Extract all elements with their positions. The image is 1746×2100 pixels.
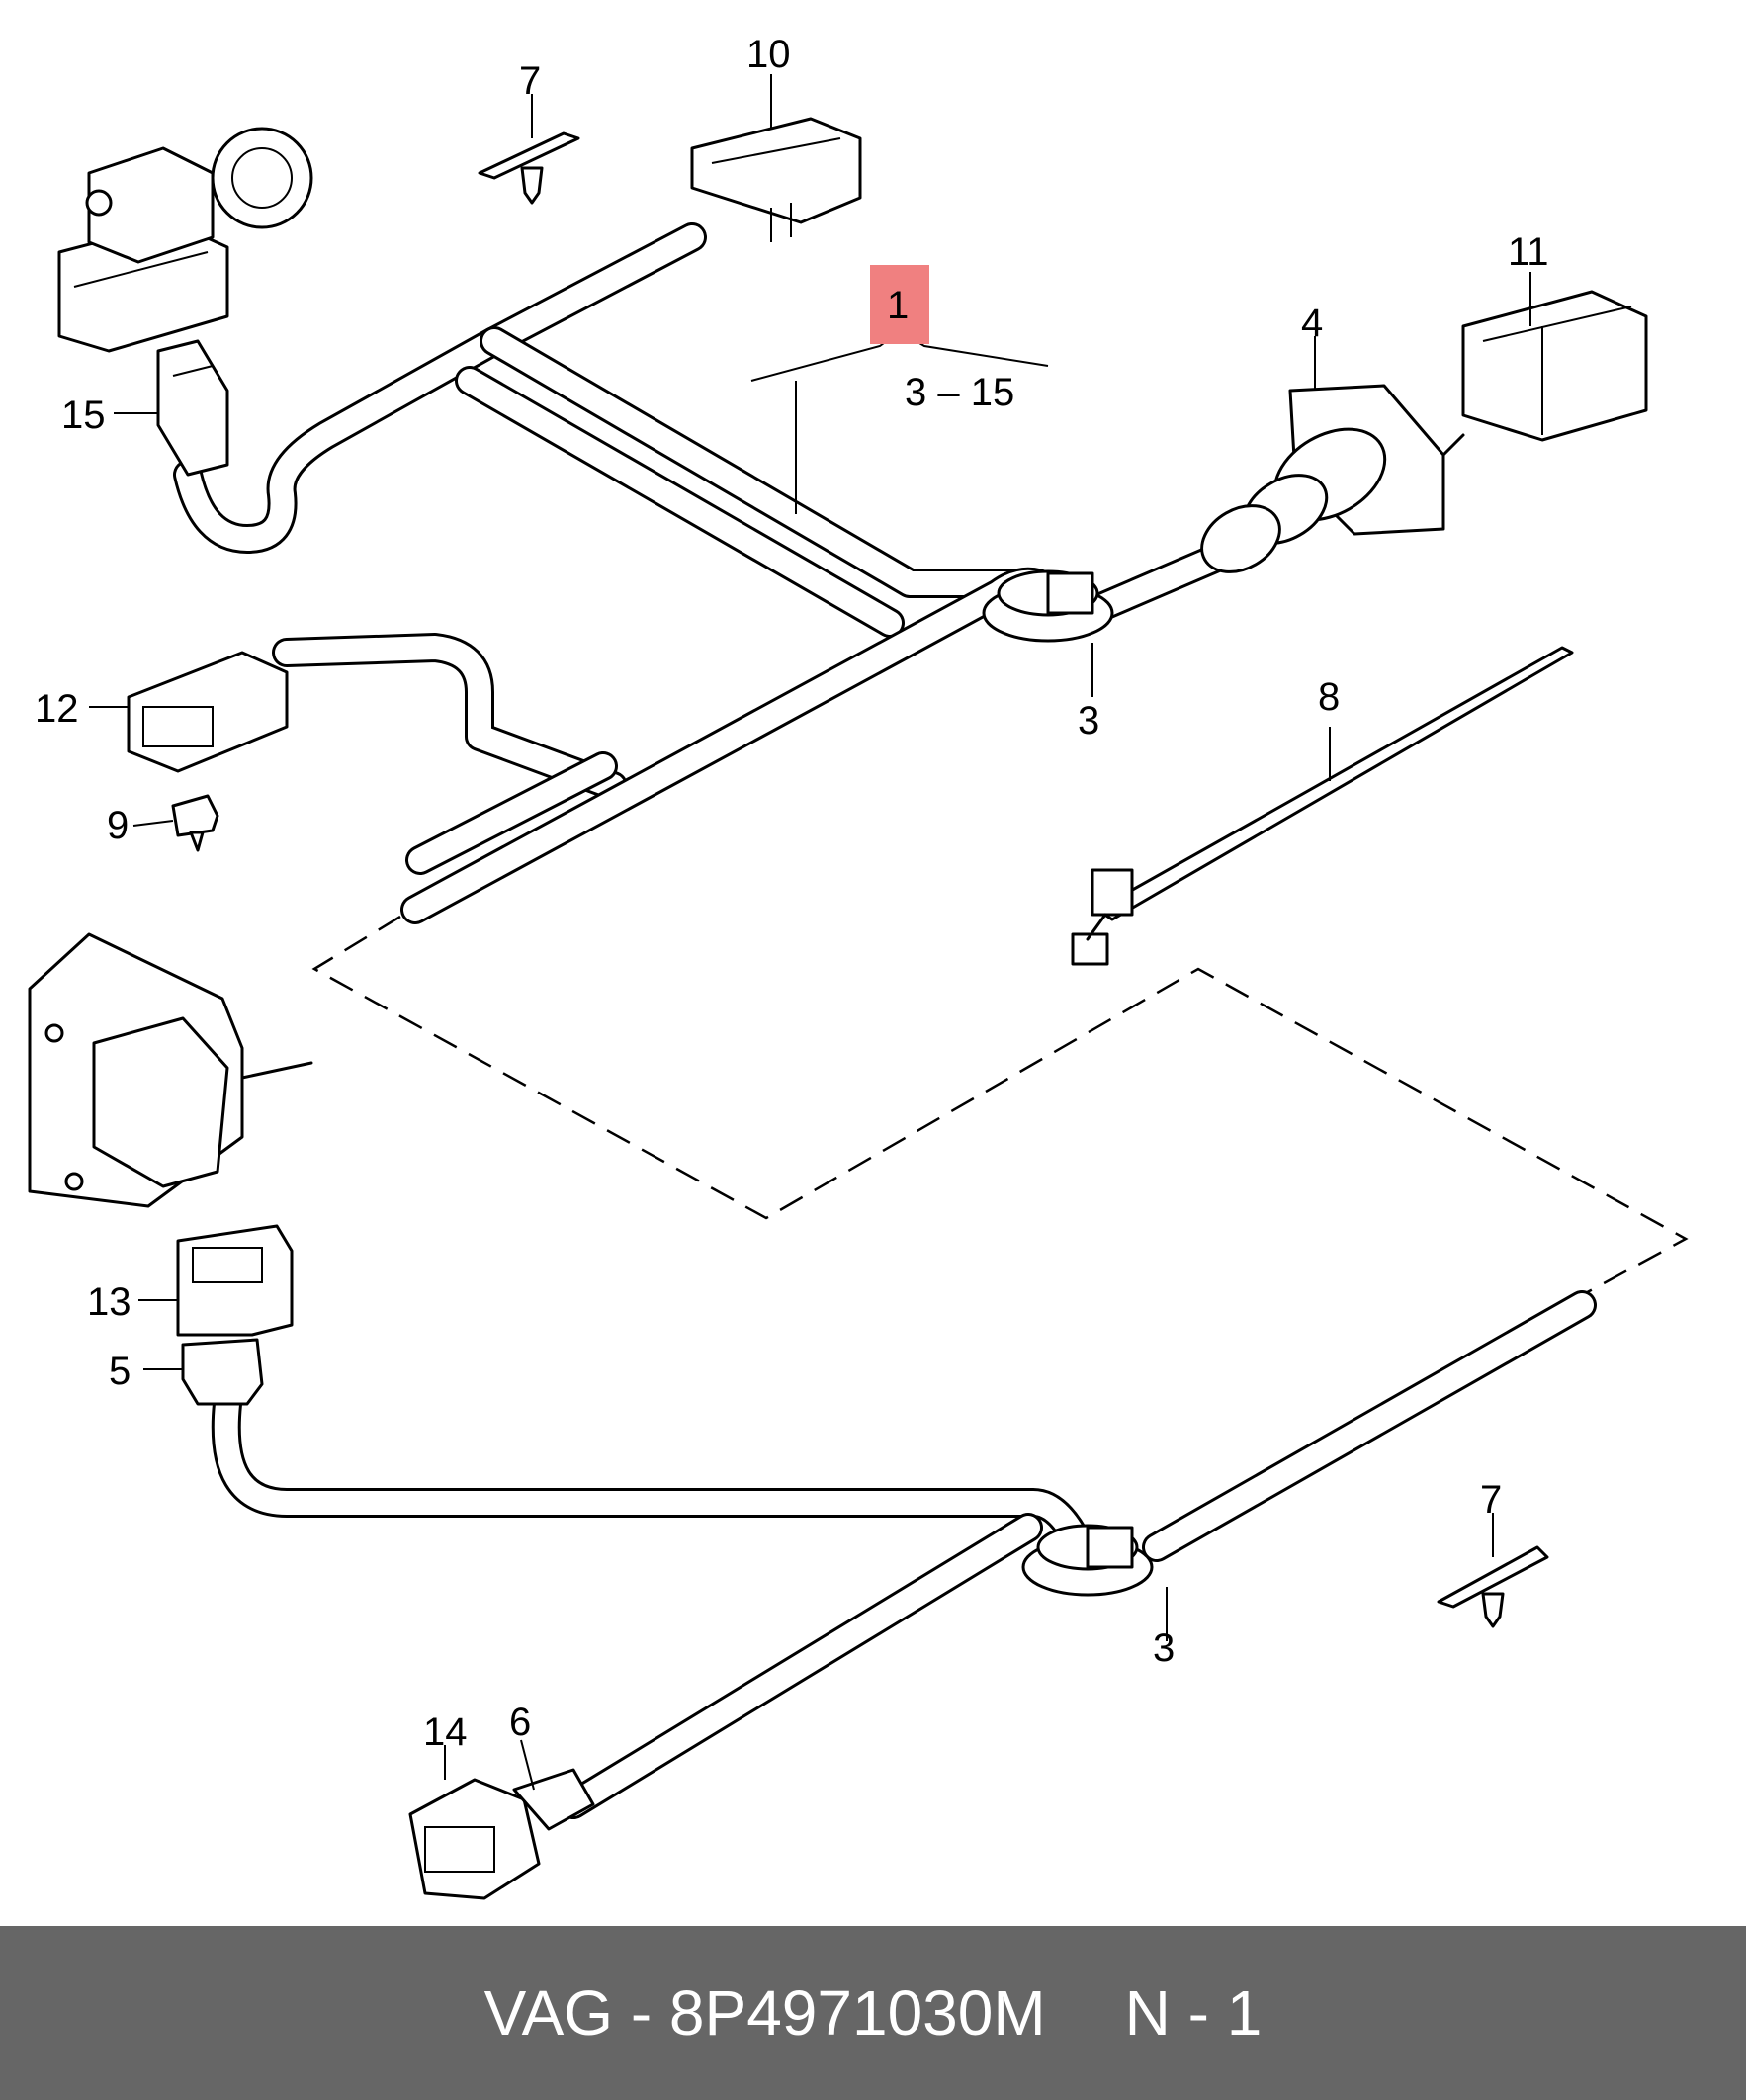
callout-1: 1 xyxy=(887,284,909,327)
part-6-sleeve xyxy=(512,1768,595,1831)
callout-labels: 1 3 – 15 3 3 4 5 6 7 7 8 9 10 11 12 13 1… xyxy=(35,33,1549,1754)
window-motor-unit xyxy=(57,127,313,353)
callout-1-range: 3 – 15 xyxy=(905,371,1014,414)
item-1-highlight xyxy=(870,265,929,344)
part-10-connector xyxy=(690,117,862,242)
wiring-harness-diagram: 1 3 – 15 3 3 4 5 6 7 7 8 9 10 11 12 13 1… xyxy=(28,33,1689,1900)
callout-7-lower: 7 xyxy=(1480,1478,1502,1522)
callout-13: 13 xyxy=(87,1280,131,1324)
callout-15: 15 xyxy=(61,394,106,437)
part-3-grommet-upper xyxy=(982,569,1114,643)
part-4-grommet xyxy=(1200,384,1465,573)
callout-8: 8 xyxy=(1318,675,1340,719)
part-8-cable-tie xyxy=(1071,646,1574,966)
part-3-grommet-lower xyxy=(1021,1524,1154,1597)
lower-harness xyxy=(211,1290,1597,1819)
callout-9: 9 xyxy=(107,804,129,847)
callout-6: 6 xyxy=(509,1701,531,1744)
part-12-connector xyxy=(127,651,289,773)
callout-14: 14 xyxy=(423,1710,468,1754)
dashed-continuation-outline xyxy=(311,915,1689,1297)
part-7-clip-lower xyxy=(1437,1545,1549,1628)
callout-5: 5 xyxy=(109,1350,131,1393)
callout-4: 4 xyxy=(1301,302,1323,345)
part-13-connector xyxy=(176,1224,294,1337)
callout-3-lower: 3 xyxy=(1153,1626,1175,1670)
part-11-connector xyxy=(1461,290,1648,442)
part-7-clip-upper xyxy=(478,131,580,205)
door-lock-unit xyxy=(28,932,313,1208)
callout-3-upper: 3 xyxy=(1078,699,1099,743)
callout-10: 10 xyxy=(746,33,791,76)
part-9-clip xyxy=(171,794,219,852)
callout-12: 12 xyxy=(35,687,79,731)
part-14-connector xyxy=(408,1778,541,1900)
callout-11: 11 xyxy=(1508,230,1549,274)
footer-part-number: VAG - 8P4971030M xyxy=(483,1977,1046,2049)
part-5-sleeve xyxy=(181,1338,264,1406)
part-15-connector xyxy=(156,339,229,477)
upper-harness xyxy=(173,222,1241,924)
footer-quantity: N - 1 xyxy=(1124,1977,1263,2049)
footer-bar: VAG - 8P4971030M N - 1 xyxy=(0,1926,1746,2100)
callout-7-upper: 7 xyxy=(519,59,541,103)
